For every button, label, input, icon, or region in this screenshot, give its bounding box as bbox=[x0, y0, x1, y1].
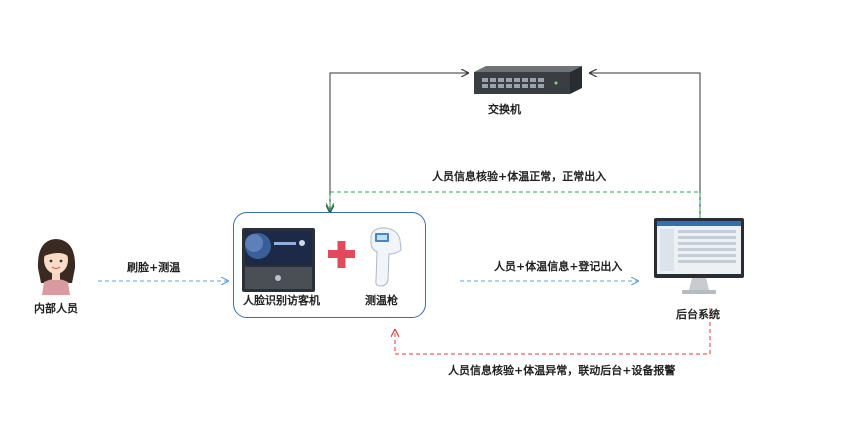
network-switch-icon bbox=[474, 66, 582, 94]
abnormal-edge-label: 人员信息核验+体温异常，联动后台+设备报警 bbox=[448, 364, 676, 377]
person-label: 内部人员 bbox=[34, 302, 78, 315]
person-avatar-icon bbox=[37, 239, 76, 295]
monitor-icon bbox=[654, 218, 744, 294]
face-terminal-label: 人脸识别访客机 bbox=[243, 294, 320, 307]
backend-label: 后台系统 bbox=[676, 308, 720, 321]
thermometer-gun-icon bbox=[370, 227, 402, 287]
terminal-group-frame bbox=[233, 212, 426, 318]
network-link-backend bbox=[590, 73, 701, 218]
face-recognition-terminal-icon bbox=[242, 228, 315, 292]
switch-label: 交换机 bbox=[488, 103, 521, 116]
swipe-edge-label: 刷脸+测温 bbox=[127, 261, 181, 274]
thermometer-label: 测温枪 bbox=[365, 294, 398, 307]
normal-pass-connector bbox=[330, 191, 701, 218]
normal-edge-label: 人员信息核验+体温正常，正常出入 bbox=[432, 170, 607, 183]
network-link-terminal bbox=[330, 73, 468, 212]
register-edge-label: 人员+体温信息+登记出入 bbox=[494, 260, 623, 273]
alarm-connector bbox=[395, 308, 711, 355]
plus-icon bbox=[328, 241, 355, 268]
